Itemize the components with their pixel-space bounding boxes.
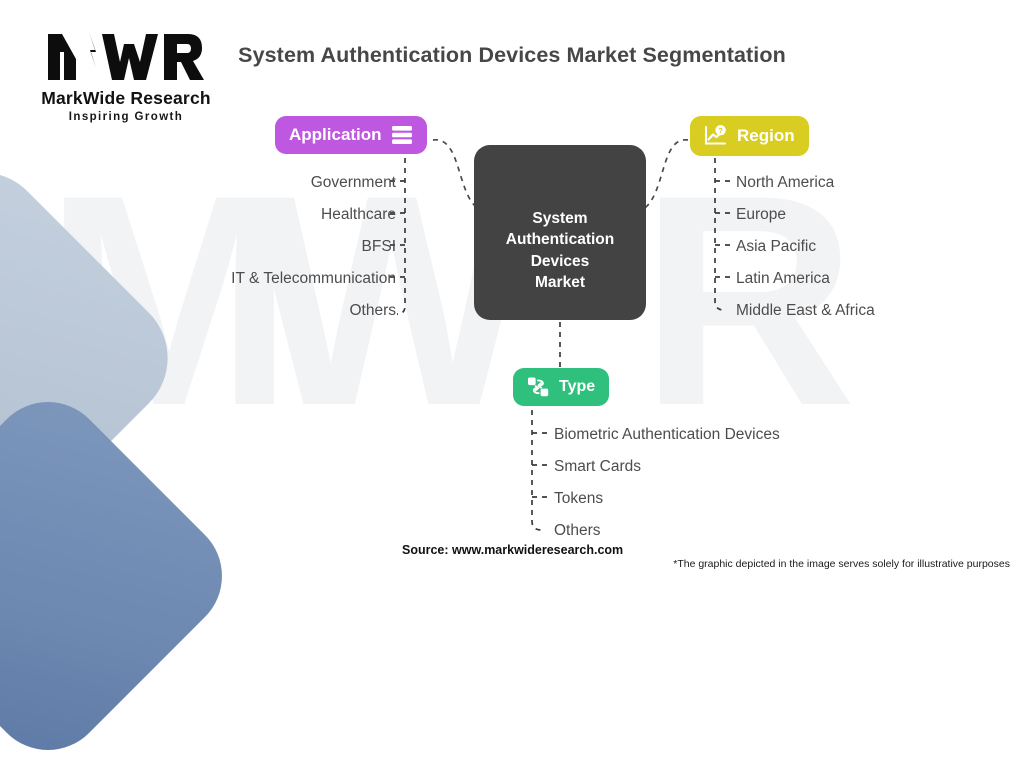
brand-logo: MarkWide Research Inspiring Growth	[26, 28, 226, 123]
leaf-region-4[interactable]: Middle East & Africa	[736, 302, 875, 319]
branch-badge-type[interactable]: Type	[513, 368, 610, 406]
branch-label-type: Type	[559, 378, 596, 395]
branch-label-application: Application	[289, 125, 382, 144]
wire-region-trunk	[714, 158, 725, 311]
leaf-region-0[interactable]: North America	[736, 174, 835, 191]
logo-company-name: MarkWide Research	[41, 88, 211, 108]
wire-application-trunk	[396, 158, 406, 315]
leaf-type-2[interactable]: Tokens	[554, 490, 604, 507]
leaf-application-3[interactable]: IT & Telecommunication	[231, 270, 396, 287]
watermark-letter-r: R	[640, 132, 857, 468]
decorative-blob-dark	[0, 378, 246, 774]
watermark-letter-m: M	[44, 132, 294, 468]
flow-swap-icon	[527, 376, 550, 398]
leaf-region-1[interactable]: Europe	[736, 206, 786, 223]
central-node-line-3: Devices	[530, 252, 590, 270]
central-node-line-2: Authentication	[505, 231, 615, 249]
leaf-type-0[interactable]: Biometric Authentication Devices	[554, 426, 780, 443]
logo-tagline: Inspiring Growth	[68, 111, 184, 123]
page-title: System Authentication Devices Market Seg…	[238, 43, 786, 67]
leaf-type-1[interactable]: Smart Cards	[554, 458, 641, 475]
central-node-line-1: System	[532, 209, 588, 227]
central-market-node: System Authentication Devices Market	[474, 145, 646, 320]
leaf-type-3[interactable]: Others	[554, 522, 601, 539]
source-label: Source: www.markwideresearch.com	[402, 543, 624, 557]
leaf-application-0[interactable]: Government	[310, 174, 396, 191]
branch-label-region: Region	[737, 126, 795, 145]
list-lines-icon	[391, 125, 413, 145]
branch-badge-region[interactable]: ? Region	[690, 116, 809, 156]
leaf-application-2[interactable]: BFSI	[361, 238, 396, 255]
leaf-region-2[interactable]: Asia Pacific	[736, 238, 817, 255]
central-node-line-4: Market	[535, 273, 585, 291]
branch-badge-application[interactable]: Application	[275, 116, 427, 154]
chart-question-icon: ?	[704, 125, 728, 147]
leaf-application-1[interactable]: Healthcare	[321, 206, 396, 223]
svg-text:?: ?	[718, 126, 723, 135]
leaf-application-4[interactable]: Others	[349, 302, 396, 319]
leaf-region-3[interactable]: Latin America	[736, 270, 830, 287]
disclaimer-note: *The graphic depicted in the image serve…	[673, 558, 1010, 570]
mwr-logo-mark	[48, 32, 204, 80]
wire-type-trunk	[531, 410, 542, 531]
decorative-blob-light	[0, 145, 195, 571]
